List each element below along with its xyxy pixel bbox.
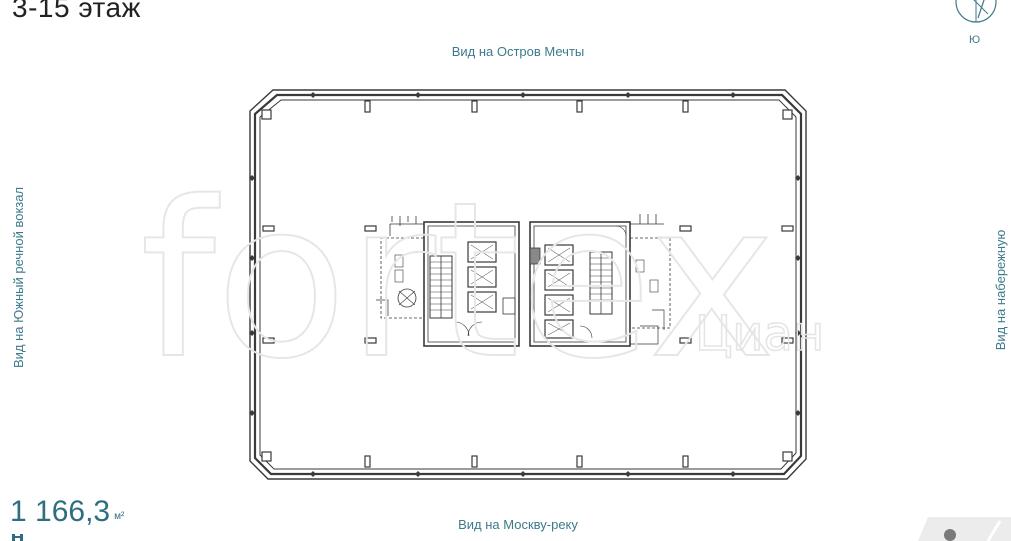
cropped-text-fragment xyxy=(12,534,23,541)
view-label-top: Вид на Остров Мечты xyxy=(451,44,585,59)
view-label-bottom: Вид на Москву-реку xyxy=(458,517,578,532)
area-number: 1 166,3 xyxy=(10,495,111,528)
floor-title: 3-15 этаж xyxy=(12,0,141,23)
building-core xyxy=(376,214,671,347)
area-unit: м² xyxy=(114,511,125,522)
facade-markers xyxy=(249,92,801,477)
compass-icon: Ю xyxy=(955,0,997,46)
corner-logo-icon xyxy=(918,517,1011,541)
compass-letter: Ю xyxy=(969,34,980,46)
building-outline xyxy=(249,89,807,480)
columns xyxy=(261,100,794,468)
